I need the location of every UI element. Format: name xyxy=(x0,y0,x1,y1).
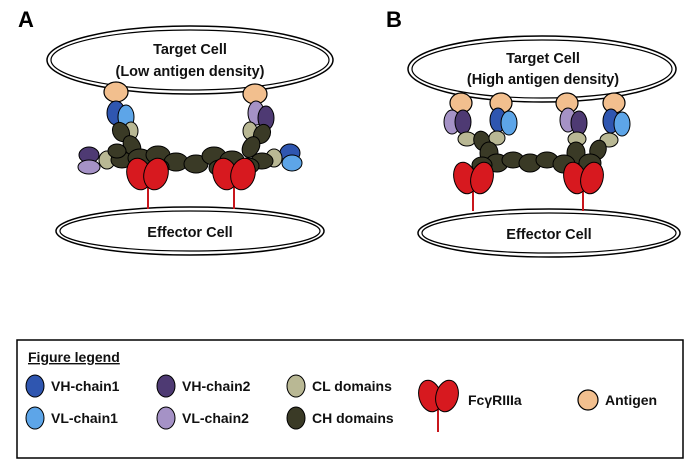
legend-cl-swatch xyxy=(286,374,306,398)
figure-legend: Figure legend VH-chain1 VL-chain1 VH-cha… xyxy=(16,339,684,459)
panel-a-target-cell: Target Cell (Low antigen density) xyxy=(46,25,334,95)
legend-vh2-label: VH-chain2 xyxy=(182,378,251,394)
panel-b-antibody xyxy=(443,107,631,174)
legend-fc-label: FcγRIIIa xyxy=(468,392,522,408)
panel-a-effector-label: Effector Cell xyxy=(147,225,232,241)
panel-b-effector-cell: Effector Cell xyxy=(417,208,681,258)
panel-b-letter: B xyxy=(386,7,402,32)
panel-b-target-cell: Target Cell (High antigen density) xyxy=(407,35,677,103)
legend-antigen-swatch xyxy=(577,389,599,411)
legend-box xyxy=(16,339,684,459)
legend-vl1-swatch xyxy=(25,406,45,430)
legend-fc-swatch xyxy=(418,379,459,432)
legend-vl1-label: VL-chain1 xyxy=(51,410,118,426)
legend-ch-label: CH domains xyxy=(312,410,394,426)
panel-b-target-title: Target Cell xyxy=(506,51,580,67)
panel-a-fc-right xyxy=(212,157,256,191)
panel-a-target-title: Target Cell xyxy=(153,42,227,58)
legend-ch-swatch xyxy=(286,406,306,430)
panel-a-antibody xyxy=(77,100,303,177)
panel-a-target-subtitle: (Low antigen density) xyxy=(115,64,264,80)
panel-b-antigens xyxy=(449,92,626,114)
legend-vl2-label: VL-chain2 xyxy=(182,410,249,426)
panel-a-fc-left xyxy=(126,157,169,191)
panel-b-effector-label: Effector Cell xyxy=(506,227,591,243)
legend-antigen-label: Antigen xyxy=(605,392,657,408)
panel-b-target-subtitle: (High antigen density) xyxy=(467,72,619,88)
legend-vh1-label: VH-chain1 xyxy=(51,378,120,394)
legend-vl2-swatch xyxy=(156,406,176,430)
legend-vh1-swatch xyxy=(25,374,45,398)
panel-a: A Target Cell (Low antigen density) Effe… xyxy=(18,7,334,256)
legend-title: Figure legend xyxy=(28,349,120,365)
panel-b-fc-right xyxy=(563,161,604,195)
legend-cl-label: CL domains xyxy=(312,378,392,394)
antigen xyxy=(103,81,129,103)
panel-a-letter: A xyxy=(18,7,34,32)
panel-b: B Target Cell (High antigen density) Eff… xyxy=(386,7,681,258)
panel-a-effector-cell: Effector Cell xyxy=(55,206,325,256)
legend-vh2-swatch xyxy=(156,374,176,398)
panel-b-fc-left xyxy=(453,161,494,195)
